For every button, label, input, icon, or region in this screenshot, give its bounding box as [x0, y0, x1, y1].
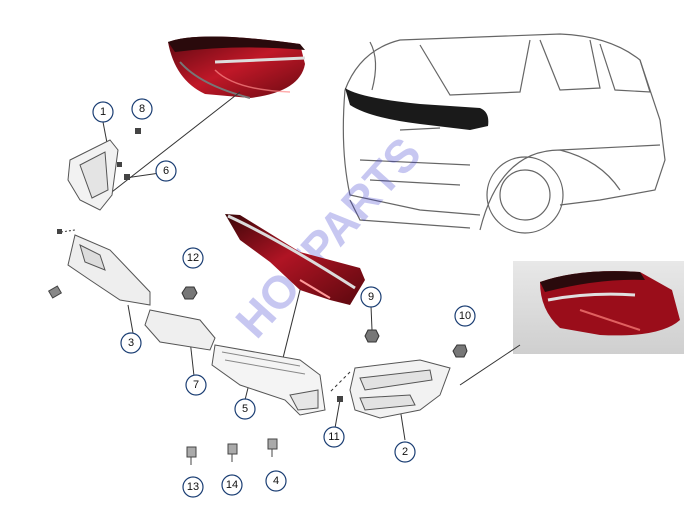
- svg-text:1: 1: [100, 106, 106, 118]
- svg-text:7: 7: [193, 379, 199, 391]
- callout-1: 1: [92, 101, 114, 123]
- callout-2: 2: [394, 441, 416, 463]
- svg-text:2: 2: [402, 446, 408, 458]
- bulb-14: [227, 443, 238, 462]
- part-5-strip: [211, 344, 326, 416]
- screw-8: [135, 128, 141, 134]
- svg-text:12: 12: [187, 252, 199, 264]
- nut-9: [364, 329, 380, 343]
- svg-text:9: 9: [368, 291, 374, 303]
- callout-7: 7: [185, 374, 207, 396]
- part-3-trim: [67, 234, 151, 306]
- tail-lamp-photo: [513, 261, 684, 354]
- callout-12: 12: [182, 247, 204, 269]
- callout-6: 6: [155, 160, 177, 182]
- svg-text:13: 13: [187, 481, 199, 493]
- svg-text:6: 6: [163, 165, 169, 177]
- bulb-left: [47, 285, 63, 299]
- nut-12: [181, 286, 198, 300]
- callout-11: 11: [323, 426, 345, 448]
- lamp-strip-image: [225, 214, 365, 305]
- callout-9: 9: [360, 286, 382, 308]
- svg-text:4: 4: [273, 475, 279, 487]
- svg-text:5: 5: [242, 403, 248, 415]
- part-7-trim: [144, 309, 216, 351]
- screw-11: [337, 396, 343, 402]
- nut-10: [452, 344, 468, 358]
- svg-text:8: 8: [139, 103, 145, 115]
- callout-3: 3: [120, 332, 142, 354]
- svg-text:14: 14: [226, 479, 238, 491]
- bulb-13: [186, 446, 197, 465]
- small-clip: [57, 229, 62, 234]
- svg-text:11: 11: [328, 431, 339, 443]
- callout-10: 10: [454, 305, 476, 327]
- part-1-housing: [67, 139, 119, 211]
- svg-text:10: 10: [459, 310, 471, 322]
- part-2-lamp: [349, 359, 451, 419]
- car-outline-drawing: [342, 33, 666, 234]
- screw-6: [117, 162, 130, 180]
- callout-4: 4: [265, 470, 287, 492]
- callout-13: 13: [182, 476, 204, 498]
- callout-14: 14: [221, 474, 243, 496]
- car-rear-lamp-band: [345, 88, 489, 130]
- callout-5: 5: [234, 398, 256, 420]
- tail-lamp-top-image: [168, 36, 306, 99]
- callout-8: 8: [131, 98, 153, 120]
- svg-text:3: 3: [128, 337, 134, 349]
- bulb-4: [267, 438, 278, 457]
